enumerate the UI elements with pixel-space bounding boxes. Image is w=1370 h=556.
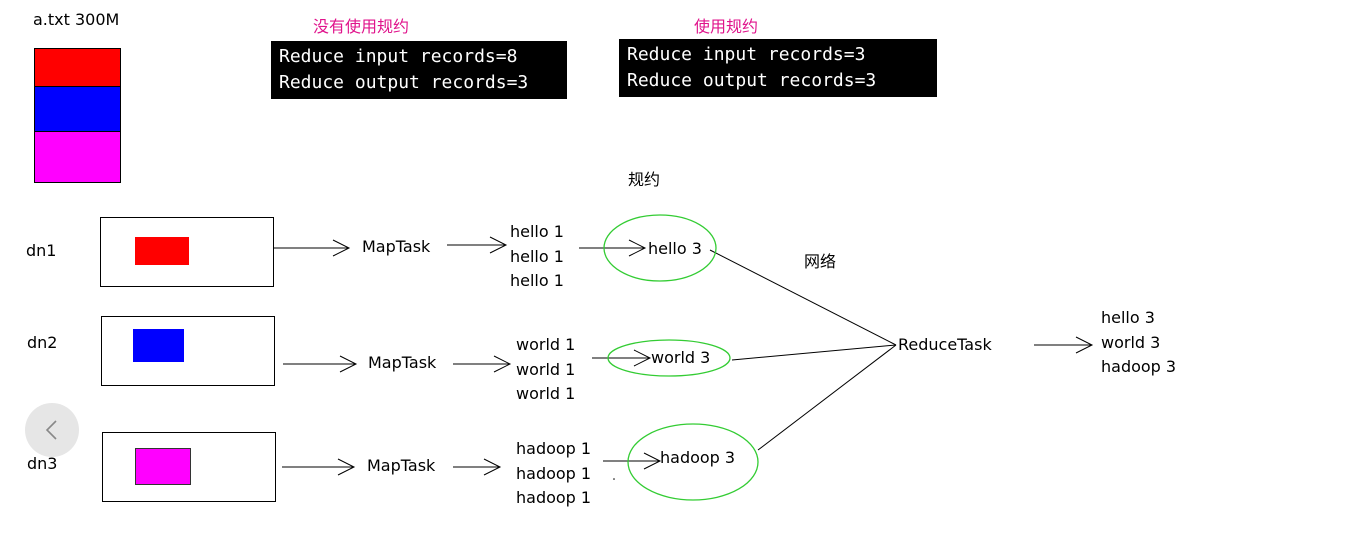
combined-dn3: hadoop 3 bbox=[660, 448, 736, 467]
record: hello 1 bbox=[510, 271, 564, 290]
combined-dn2: world 3 bbox=[651, 348, 711, 367]
node-block-dn1 bbox=[135, 237, 189, 265]
terminal-line: Reduce input records=8 bbox=[279, 46, 518, 67]
without-combine-label: 没有使用规约 bbox=[313, 17, 410, 36]
node-box-dn3 bbox=[102, 432, 276, 502]
map-output-dn3: hadoop 1 hadoop 1 hadoop 1 bbox=[516, 437, 591, 511]
record: hadoop 1 bbox=[516, 463, 592, 483]
arrowhead bbox=[337, 458, 356, 476]
map-output-dn1: hello 1 hello 1 hello 1 bbox=[510, 220, 564, 294]
record: world 1 bbox=[516, 359, 576, 379]
maptask-dn1: MapTask bbox=[362, 237, 431, 256]
terminal-line: Reduce output records=3 bbox=[279, 72, 529, 93]
record: hadoop 1 bbox=[516, 488, 592, 507]
arrowhead bbox=[339, 355, 358, 373]
maptask-dn2: MapTask bbox=[368, 353, 437, 372]
arrowhead bbox=[332, 239, 351, 257]
terminal-line: Reduce input records=3 bbox=[627, 44, 866, 65]
final-output: hello 3 world 3 hadoop 3 bbox=[1101, 306, 1176, 380]
combine-label: 规约 bbox=[628, 170, 661, 189]
line-combine2-to-reduce bbox=[731, 344, 897, 361]
arrowhead bbox=[493, 355, 512, 373]
node-name-dn3: dn3 bbox=[27, 454, 58, 473]
with-combine-label: 使用规约 bbox=[694, 17, 759, 36]
previous-button[interactable] bbox=[25, 403, 79, 457]
record: hello 1 bbox=[510, 222, 564, 241]
node-name-dn1: dn1 bbox=[26, 241, 57, 260]
chevron-left-icon bbox=[45, 420, 57, 440]
reducetask-label: ReduceTask bbox=[898, 335, 992, 354]
arrowhead bbox=[489, 236, 508, 254]
combine-ellipse-dn3 bbox=[627, 423, 759, 501]
maptask-dn3: MapTask bbox=[367, 456, 436, 475]
node-block-dn2 bbox=[133, 329, 184, 362]
terminal-without-combine: Reduce input records=8 Reduce output rec… bbox=[271, 41, 567, 99]
node-name-dn2: dn2 bbox=[27, 333, 58, 352]
output-line: hello 3 bbox=[1101, 308, 1155, 327]
output-line: world 3 bbox=[1101, 332, 1161, 352]
record: world 1 bbox=[516, 335, 576, 354]
terminal-line: Reduce output records=3 bbox=[627, 70, 877, 91]
record: hello 1 bbox=[510, 246, 564, 266]
arrowhead bbox=[643, 452, 662, 470]
line-combine1-to-reduce bbox=[709, 249, 897, 346]
line-combine3-to-reduce bbox=[757, 344, 897, 451]
combine-ellipse-dn2 bbox=[607, 339, 731, 377]
record: world 1 bbox=[516, 384, 576, 403]
combine-ellipse-dn1 bbox=[603, 214, 717, 282]
dot bbox=[613, 478, 615, 480]
file-label: a.txt 300M bbox=[33, 10, 120, 29]
terminal-with-combine: Reduce input records=3 Reduce output rec… bbox=[619, 39, 937, 97]
map-output-dn2: world 1 world 1 world 1 bbox=[516, 333, 575, 407]
node-box-dn2 bbox=[101, 316, 275, 386]
network-label: 网络 bbox=[804, 252, 837, 271]
file-block-3 bbox=[34, 131, 121, 183]
node-block-dn3 bbox=[135, 448, 191, 485]
arrowhead bbox=[1075, 336, 1094, 354]
output-line: hadoop 3 bbox=[1101, 357, 1177, 376]
combined-dn1: hello 3 bbox=[648, 239, 702, 258]
arrowhead bbox=[633, 349, 652, 367]
arrowhead bbox=[628, 239, 647, 257]
record: hadoop 1 bbox=[516, 439, 592, 458]
node-box-dn1 bbox=[100, 217, 274, 287]
arrowhead bbox=[483, 458, 502, 476]
